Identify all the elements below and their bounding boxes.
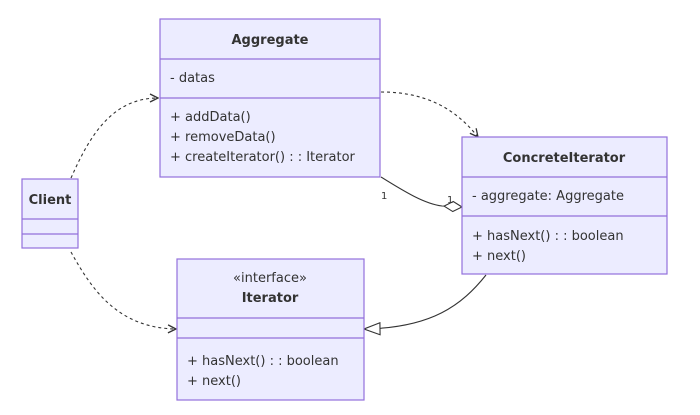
- class-concrete-iterator[interactable]: ConcreteIterator - aggregate: Aggregate …: [461, 136, 668, 275]
- interface-method-has-next: + hasNext() : : boolean: [187, 354, 339, 369]
- class-name-aggregate: Aggregate: [231, 33, 308, 48]
- attribute-aggregate: - aggregate: Aggregate: [472, 189, 624, 204]
- edge-client-to-aggregate: [70, 98, 158, 179]
- class-client[interactable]: Client: [21, 178, 79, 249]
- multiplicity-aggregate-end: 1: [381, 191, 387, 202]
- edge-client-to-iterator: [70, 251, 176, 329]
- class-name-iterator: Iterator: [242, 291, 299, 306]
- class-iterator-interface[interactable]: «interface» Iterator + hasNext() : : boo…: [176, 258, 365, 401]
- edge-aggregation-aggregate-concreteiterator: [380, 176, 462, 207]
- class-name-client: Client: [29, 193, 72, 208]
- method-has-next: + hasNext() : : boolean: [472, 229, 624, 244]
- method-create-iterator: + createIterator() : : Iterator: [170, 150, 356, 165]
- edge-aggregate-to-concreteiterator: [380, 91, 478, 137]
- attribute-datas: - datas: [170, 71, 215, 86]
- interface-stereotype: «interface»: [233, 271, 307, 286]
- method-next: + next(): [472, 249, 526, 264]
- multiplicity-concreteiterator-end: 1: [447, 195, 453, 206]
- class-name-concrete-iterator: ConcreteIterator: [503, 151, 626, 166]
- interface-method-next: + next(): [187, 374, 241, 389]
- class-aggregate[interactable]: Aggregate - datas + addData() + removeDa…: [159, 18, 381, 178]
- method-remove-data: + removeData(): [170, 130, 276, 145]
- edge-realization-concreteiterator-iterator: [364, 274, 487, 329]
- method-add-data: + addData(): [170, 110, 251, 125]
